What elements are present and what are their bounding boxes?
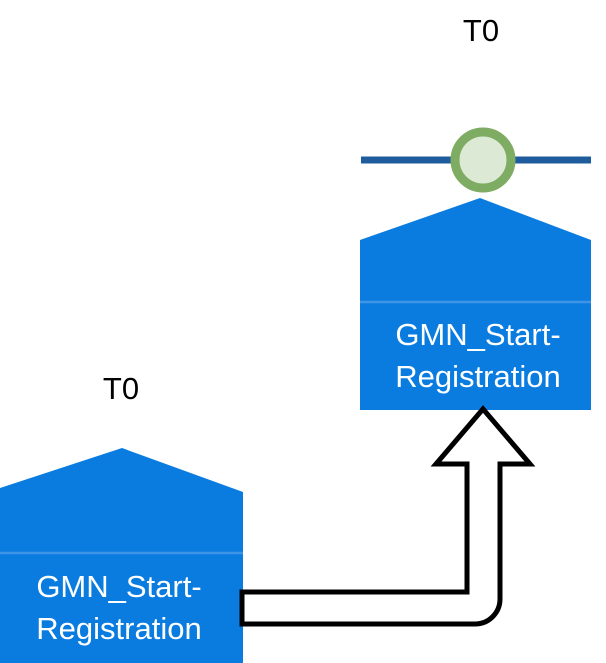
start-event-circle-icon[interactable] (450, 127, 516, 193)
target-node-label-line2: Registration (395, 359, 560, 394)
source-node-label-line2: Registration (36, 611, 201, 646)
block-arrow-icon[interactable] (239, 405, 536, 627)
source-node-shape[interactable] (0, 448, 243, 663)
target-node-shape[interactable] (360, 198, 591, 410)
target-node-label-line1: GMN_Start- (395, 317, 560, 352)
target-timestamp-label: T0 (463, 13, 499, 48)
source-node-label-line1: GMN_Start- (36, 569, 201, 604)
source-timestamp-label: T0 (103, 371, 139, 406)
